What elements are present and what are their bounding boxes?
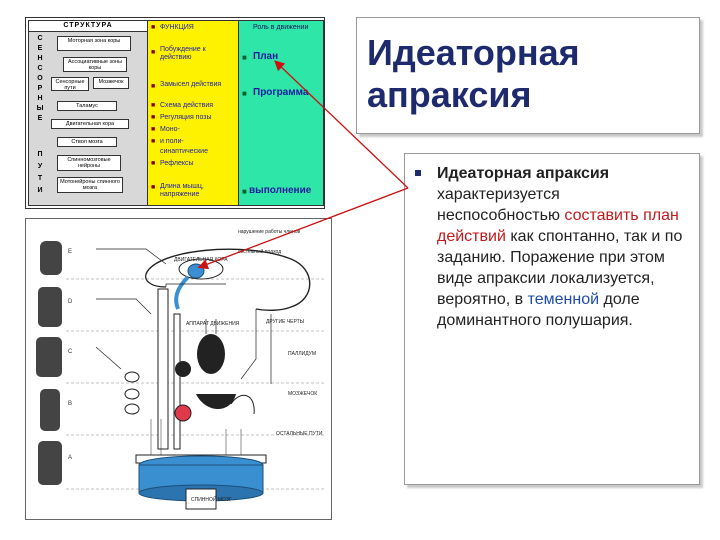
structure-box: Таламус — [57, 101, 117, 111]
side-letter: Ы — [36, 105, 44, 112]
figure-athlete — [38, 287, 62, 327]
term: Идеаторная апраксия — [437, 165, 610, 182]
side-letter: Е — [37, 45, 43, 52]
diagram-label: ОСТАЛЬНЫЕ ПУТИ — [276, 431, 323, 437]
highlight-plan: составить план действий — [437, 207, 679, 245]
slide-title: Идеаторная апраксия — [367, 32, 580, 115]
diagram-label: нарушение работы членов — [238, 229, 301, 235]
role-program: Программа — [253, 87, 309, 98]
structure-box: Ствол мозга — [57, 137, 117, 147]
function-item: Побуждение к действию — [160, 46, 206, 61]
diagram-label: МОЗЖЕЧОК — [288, 391, 318, 397]
text-part: характеризуется неспособностью — [437, 186, 565, 224]
side-letter: Е — [37, 115, 43, 122]
role-plan: План — [253, 51, 279, 62]
role-column: Роль в движении ■ План ■ Программа ■ вып… — [238, 20, 324, 206]
side-letter: П — [37, 151, 43, 158]
function-item: Длина мышц, напряжение — [160, 183, 204, 198]
structure-box: Моторная зона коры — [57, 36, 131, 51]
description-paragraph: Идеаторная апраксия характеризуется несп… — [437, 163, 687, 331]
side-letter: С — [37, 35, 43, 42]
function-item: синаптические — [160, 148, 208, 155]
function-item: Рефлексы — [160, 160, 194, 167]
figure-wrestlers — [36, 337, 62, 377]
highlight-parietal: теменной — [527, 291, 600, 308]
structure-column: СТРУКТУРА С Е Н С О Р Н Ы Е П У Т И Мото… — [28, 20, 148, 206]
diagram-label: ДРУГИЕ ЧЕРТЫ — [266, 319, 305, 325]
level-label: C — [68, 349, 73, 355]
function-item: Моно- — [160, 126, 180, 133]
function-item: Схема действия — [160, 102, 214, 109]
structure-box: Мозжечок — [93, 77, 129, 89]
side-letter: Н — [37, 55, 43, 62]
figure-seated — [40, 241, 62, 275]
diagram-label: системный подход — [238, 249, 282, 255]
side-letter: Т — [37, 175, 43, 182]
structure-box: Мотонейроны спинного мозга — [57, 177, 123, 193]
function-column: ■ ФУНКЦИЯ ■ Побуждение к действию ■ Замы… — [148, 20, 238, 206]
function-header: ФУНКЦИЯ — [160, 24, 194, 31]
diagram-label: ДВИГАТЕЛЬНАЯ КОРА — [174, 257, 228, 263]
side-letter: О — [37, 75, 43, 82]
diagram-label: ПАЛЛИДУМ — [288, 351, 316, 357]
text-part: доле доминантного полушария. — [437, 291, 640, 329]
level-label: A — [68, 455, 73, 461]
movement-levels-diagram: E D C B A нарушение работы членов систем… — [25, 218, 332, 520]
structure-box: Спинномозговые нейроны — [57, 155, 121, 171]
diagram-label: АППАРАТ ДВИЖЕНИЯ — [186, 321, 240, 327]
function-item: Регуляция позы — [160, 114, 212, 121]
bullet-marker — [415, 170, 421, 176]
side-letter: Р — [37, 85, 43, 92]
side-letter: У — [37, 163, 43, 170]
text-box: Идеаторная апраксия характеризуется несп… — [404, 153, 700, 485]
side-letter: С — [37, 65, 43, 72]
level-label: B — [68, 401, 73, 407]
function-item: и поли- — [160, 138, 184, 145]
figure-boxer — [40, 389, 60, 431]
structure-header: СТРУКТУРА — [29, 21, 147, 32]
structure-box: Ассоциативные зоны коры — [63, 57, 127, 72]
structure-box: Двигательная кора — [51, 119, 129, 129]
diagram-label: СПИННОЙ МОЗГ — [191, 497, 232, 503]
figure-standing — [38, 441, 62, 485]
level-label: E — [68, 249, 73, 255]
function-item: Замысел действия — [160, 81, 222, 88]
side-letter: Н — [37, 95, 43, 102]
structure-function-diagram: СТРУКТУРА С Е Н С О Р Н Ы Е П У Т И Мото… — [25, 17, 325, 209]
text-part: как спонтанно, так и по заданию. Поражен… — [437, 228, 683, 308]
diagram-illustration — [36, 241, 326, 510]
structure-box: Сенсорные пути — [51, 77, 89, 91]
role-header: Роль в движении — [253, 24, 309, 31]
level-label: D — [68, 299, 73, 305]
role-execution: выполнение — [249, 185, 312, 196]
side-letter: И — [37, 187, 43, 194]
title-box: Идеаторная апраксия — [356, 17, 700, 134]
